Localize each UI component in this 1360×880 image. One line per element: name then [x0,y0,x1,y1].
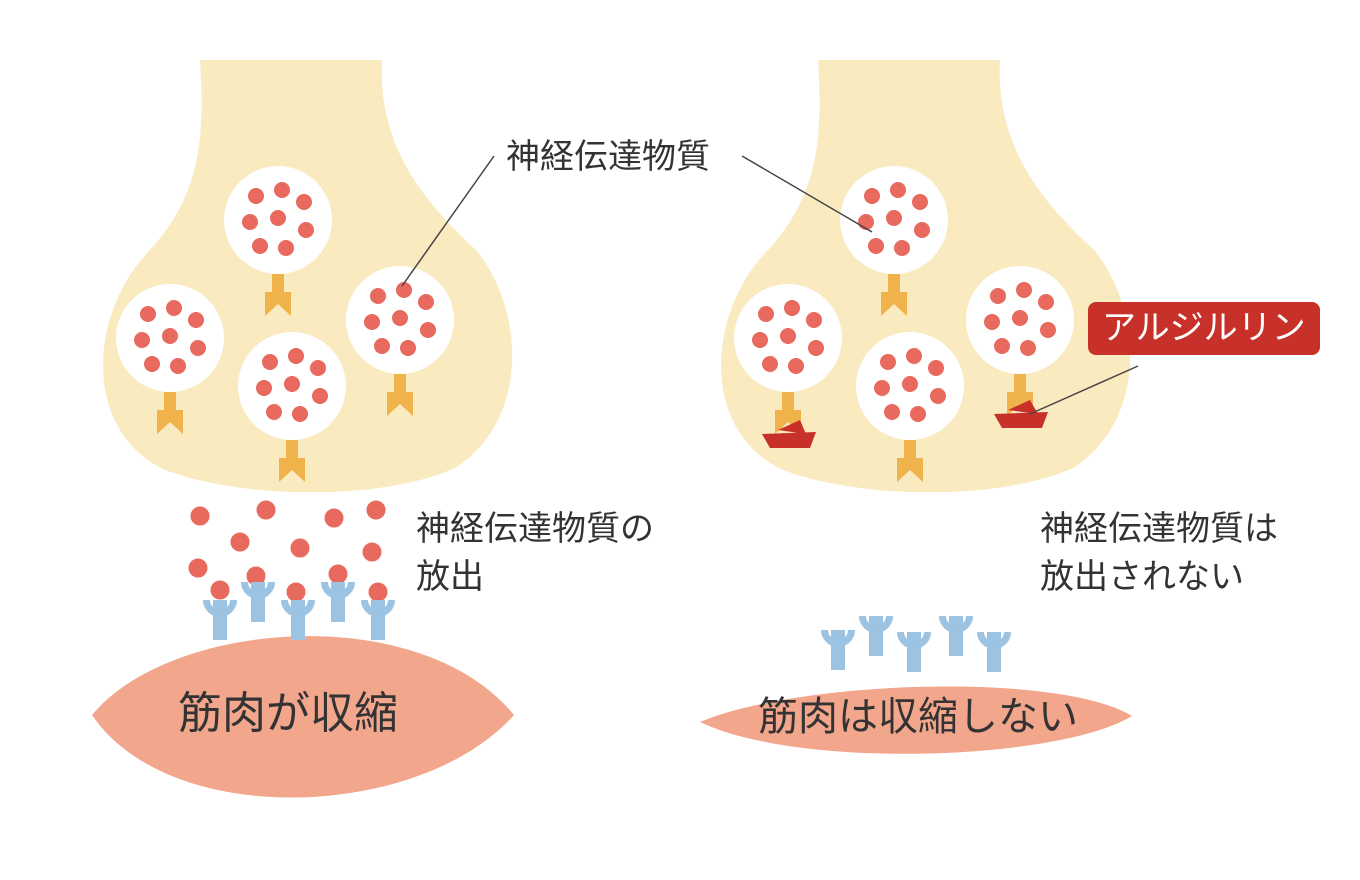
vesicle-right-4 [856,332,964,440]
nerve-terminal-left [103,60,513,493]
label-release-line2: 放出 [416,557,484,597]
vesicle-right-2 [734,284,842,392]
receptor-left-1 [203,600,237,640]
label-muscle-no-contract: 筋肉は収縮しない [758,694,1078,740]
released-transmitters [185,497,391,605]
receptor-left-5 [361,600,395,640]
vesicle-left-3 [346,266,454,374]
muscle-right [700,686,1132,754]
nerve-terminal-right [721,60,1131,493]
leader-line-right [741,155,873,233]
label-no-release-line2: 放出されない [1040,557,1244,597]
leader-line-left [401,155,495,287]
vesicle-left-2 [116,284,224,392]
receptor-left-3 [281,600,315,640]
label-release-line1: 神経伝達物質の [416,509,654,549]
argireline-badge: アルジルリン [1088,302,1320,355]
receptor-right-1 [821,630,855,670]
receptor-right-5 [977,632,1011,672]
argireline-blocker-2 [994,400,1048,428]
vesicle-left-4 [238,332,346,440]
vesicle-right-3 [966,266,1074,374]
vesicle-left-1 [224,166,332,274]
receptor-left-4 [321,582,355,622]
argireline-blocker-1 [762,420,816,448]
vesicle-right-1 [840,166,948,274]
label-neurotransmitter: 神経伝達物質 [506,137,710,177]
receptor-left-2 [241,582,275,622]
label-no-release-line1: 神経伝達物質は [1040,509,1278,549]
receptor-right-3 [897,632,931,672]
leader-line-argireline [1029,365,1139,415]
receptor-right-2 [859,616,893,656]
receptor-right-4 [939,616,973,656]
muscle-left [92,636,514,798]
label-muscle-contract: 筋肉が収縮 [178,688,398,739]
